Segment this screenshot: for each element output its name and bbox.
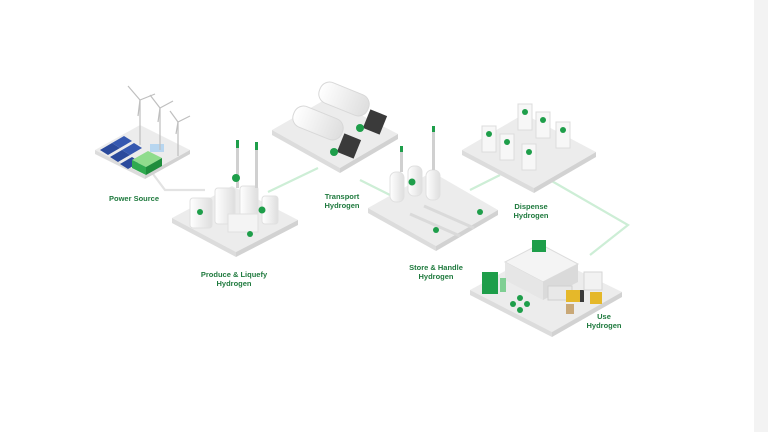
label-transport-line1: Transport: [324, 192, 359, 201]
label-produce-liquefy: Produce & Liquefy Hydrogen: [201, 270, 267, 288]
connector-produce-transport: [268, 168, 318, 192]
power-source-group: [95, 86, 190, 179]
label-use: Use Hydrogen: [586, 312, 621, 330]
label-produce-line2: Hydrogen: [201, 279, 267, 288]
connector-power-produce: [150, 170, 205, 190]
connector-store-dispense: [470, 175, 500, 190]
label-store-handle: Store & Handle Hydrogen: [409, 263, 463, 281]
label-store-line2: Hydrogen: [409, 272, 463, 281]
connector-dispense-use: [550, 180, 628, 255]
label-dispense: Dispense Hydrogen: [513, 202, 548, 220]
label-dispense-line2: Hydrogen: [513, 211, 548, 220]
label-store-line1: Store & Handle: [409, 263, 463, 272]
label-transport-line2: Hydrogen: [324, 201, 359, 210]
label-produce-line1: Produce & Liquefy: [201, 270, 267, 279]
label-dispense-line1: Dispense: [513, 202, 548, 211]
dispense-group: [462, 104, 596, 193]
produce-liquefy-group: [172, 140, 298, 257]
label-power-source-line1: Power Source: [109, 194, 159, 203]
transport-group: [272, 79, 398, 173]
label-transport: Transport Hydrogen: [324, 192, 359, 210]
label-use-line2: Hydrogen: [586, 321, 621, 330]
label-use-line1: Use: [586, 312, 621, 321]
label-power-source: Power Source: [109, 194, 159, 203]
hydrogen-plant-icon: [190, 140, 278, 237]
connector-transport-store: [360, 180, 390, 195]
